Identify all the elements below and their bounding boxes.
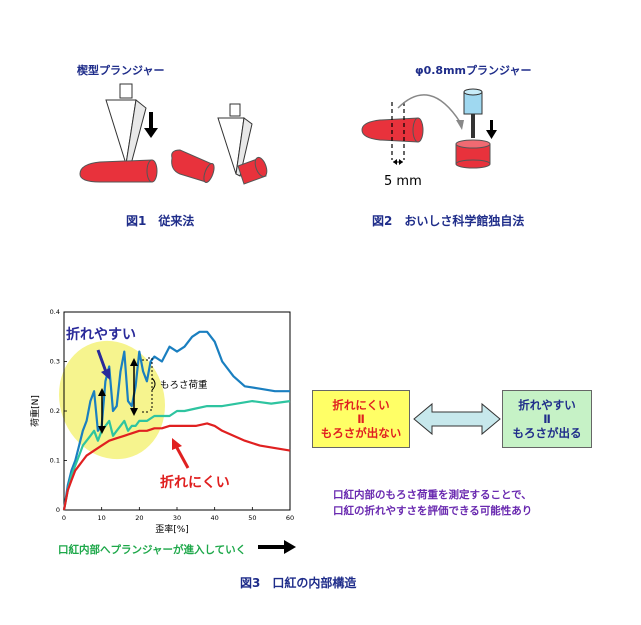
wedge-plunger-icon: [105, 83, 147, 169]
series-line-2: [62, 399, 291, 511]
double-arrow-icon: [130, 358, 138, 416]
fig3-chart: 0 10 20 30 40 50 60 0 0.1 0.2 0.3 0.4 歪率[%] 荷重[N]: [30, 308, 294, 535]
x-tick-label: 40: [211, 514, 219, 522]
double-headed-arrow-icon: [413, 402, 501, 436]
annotation-easy-break: 折れやすい: [66, 327, 136, 343]
y-axis-label: 荷重[N]: [30, 395, 41, 427]
series-line-1: [62, 330, 290, 511]
fig2-dimension-label: 5 mm: [384, 174, 422, 189]
broken-lipstick-icon: [171, 149, 268, 185]
right-arrow-icon: [258, 540, 296, 554]
wedge-plunger-icon: [217, 103, 253, 177]
fig2-caption: 図2 おいしさ科学館独自法: [372, 214, 525, 228]
x-tick-label: 20: [135, 514, 143, 522]
box-line: 折れにくい: [332, 398, 390, 412]
y-tick-label: 0: [56, 506, 60, 514]
y-tick-label: 0.4: [50, 308, 60, 316]
annotation-hard-break: 折れにくい: [160, 475, 230, 491]
box-line: もろさが出る: [512, 426, 582, 440]
description-line: 口紅の折れやすさを評価できる可能性あり: [333, 505, 533, 517]
hard-break-box: 折れにくい Ⅱ もろさが出ない: [312, 390, 410, 448]
fig3-caption: 図3 口紅の内部構造: [240, 576, 357, 590]
pointer-arrow-icon: [96, 349, 110, 380]
fig1-caption: 図1 従来法: [126, 214, 195, 228]
annotation-brittle-load: もろさ荷重: [160, 380, 208, 391]
y-tick-label: 0.2: [50, 407, 60, 415]
box-line: Ⅱ: [543, 412, 551, 426]
easy-break-box: 折れやすい Ⅱ もろさが出る: [502, 390, 592, 448]
x-tick-label: 60: [286, 514, 294, 522]
x-axis-label: 歪率[%]: [155, 523, 189, 535]
y-tick-label: 0.1: [50, 457, 60, 465]
penetration-note: 口紅内部へプランジャーが進入していく: [58, 544, 247, 556]
x-tick-label: 30: [173, 514, 181, 522]
y-tick-label: 0.3: [50, 358, 60, 366]
series-line-3: [62, 422, 291, 511]
fig1-illustration: [79, 83, 268, 185]
box-line: もろさが出ない: [320, 426, 402, 440]
box-line: Ⅱ: [357, 412, 365, 426]
x-tick-label: 0: [62, 514, 66, 522]
description-line: 口紅内部のもろさ荷重を測定することで、: [333, 489, 532, 501]
description: 口紅内部のもろさ荷重を測定することで、 口紅の折れやすさを評価できる可能性あり: [333, 487, 532, 519]
down-arrow-icon: [486, 120, 497, 139]
fig1-plunger-label: 楔型プランジャー: [77, 64, 165, 77]
cylinder-plunger-icon: [463, 88, 483, 138]
fig2-plunger-label: φ0.8mmプランジャー: [415, 64, 532, 77]
down-arrow-icon: [144, 112, 158, 138]
lipstick-icon: [79, 159, 158, 183]
box-line: 折れやすい: [518, 398, 576, 412]
sample-icon: [455, 139, 491, 169]
x-tick-label: 50: [248, 514, 256, 522]
x-tick-label: 10: [98, 514, 106, 522]
double-arrow-icon: [98, 388, 106, 434]
fig2-illustration: [361, 88, 497, 169]
pointer-arrow-icon: [172, 438, 190, 469]
